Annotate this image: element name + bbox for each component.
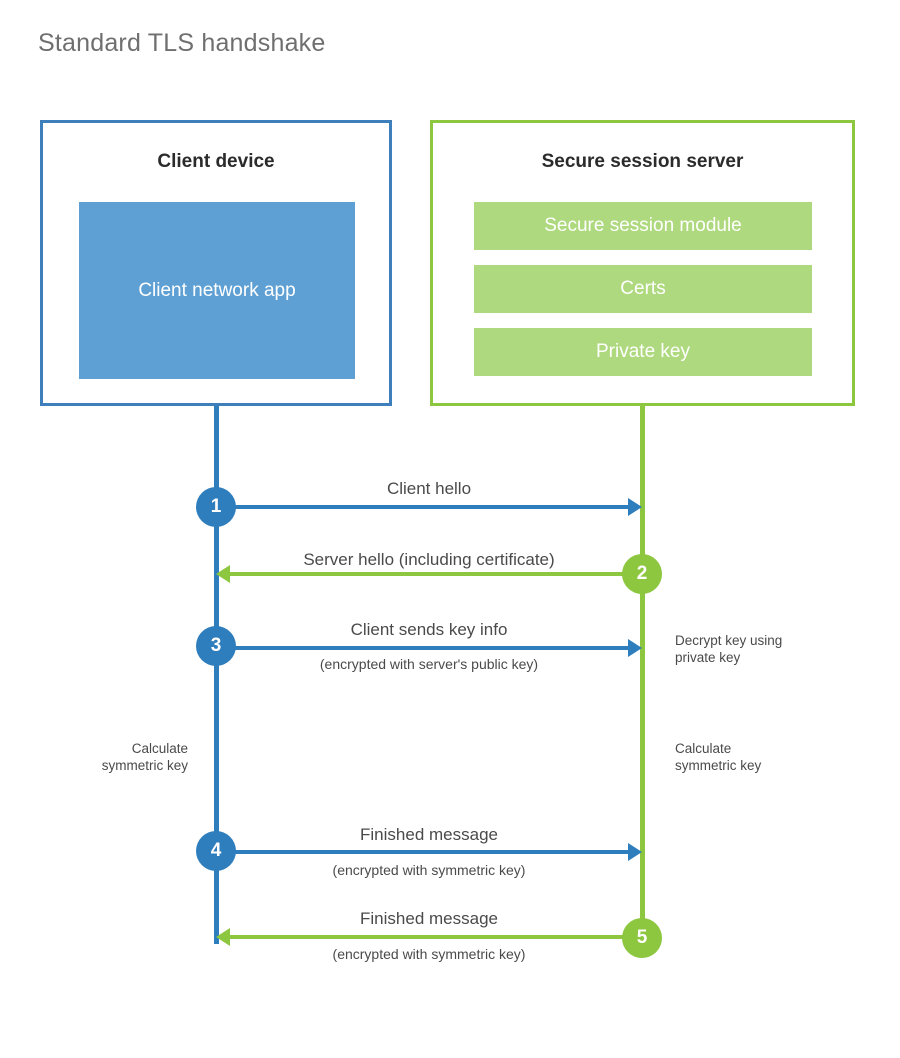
server-calculate-symmetric-key-note: Calculate symmetric key	[675, 740, 835, 774]
client-device-title: Client device	[157, 151, 275, 172]
client-calculate-note-line-2: symmetric key	[101, 758, 188, 773]
page-title: Standard TLS handshake	[38, 29, 326, 57]
secure-session-server-title: Secure session server	[541, 151, 744, 172]
client-lifeline	[214, 406, 219, 944]
client-calculate-symmetric-key-note: Calculate symmetric key	[48, 740, 188, 774]
server-component-secure-session-module: Secure session module	[474, 202, 812, 250]
step-5-arrow-line	[230, 935, 642, 939]
step-5-arrowhead-icon	[216, 928, 230, 946]
step-2-arrowhead-icon	[216, 565, 230, 583]
step-3-arrowhead-icon	[628, 639, 642, 657]
client-device-box: Client device Client network app	[40, 120, 392, 406]
server-decrypt-note-line-2: private key	[675, 650, 741, 665]
step-3-number-badge[interactable]: 3	[196, 626, 236, 666]
step-4-sublabel: (encrypted with symmetric key)	[332, 862, 526, 878]
client-network-app-block: Client network app	[79, 202, 355, 379]
client-calculate-note-line-1: Calculate	[131, 741, 188, 756]
step-4-label: Finished message	[360, 825, 498, 844]
step-4-arrow-line	[216, 850, 628, 854]
step-3-label: Client sends key info	[350, 620, 508, 639]
step-2-label: Server hello (including certificate)	[303, 550, 555, 569]
step-5-number-badge[interactable]: 5	[622, 918, 662, 958]
step-3-arrow-line	[216, 646, 628, 650]
server-component-private-key: Private key	[474, 328, 812, 376]
server-component-certs: Certs	[474, 265, 812, 313]
step-1-label: Client hello	[386, 479, 472, 498]
step-1-arrowhead-icon	[628, 498, 642, 516]
server-calculate-note-line-1: Calculate	[675, 741, 732, 756]
server-calculate-note-line-2: symmetric key	[675, 758, 762, 773]
step-2-arrow-line	[230, 572, 642, 576]
step-3-sublabel: (encrypted with server's public key)	[319, 656, 539, 672]
server-lifeline	[640, 406, 645, 939]
step-2-number-badge[interactable]: 2	[622, 554, 662, 594]
server-decrypt-note: Decrypt key using private key	[675, 632, 855, 666]
step-1-number-badge[interactable]: 1	[196, 487, 236, 527]
step-4-number-badge[interactable]: 4	[196, 831, 236, 871]
step-4-arrowhead-icon	[628, 843, 642, 861]
step-5-label: Finished message	[360, 909, 498, 928]
step-5-sublabel: (encrypted with symmetric key)	[332, 946, 526, 962]
server-decrypt-note-line-1: Decrypt key using	[675, 633, 783, 648]
step-1-arrow-line	[216, 505, 628, 509]
secure-session-server-box: Secure session server Secure session mod…	[430, 120, 855, 406]
